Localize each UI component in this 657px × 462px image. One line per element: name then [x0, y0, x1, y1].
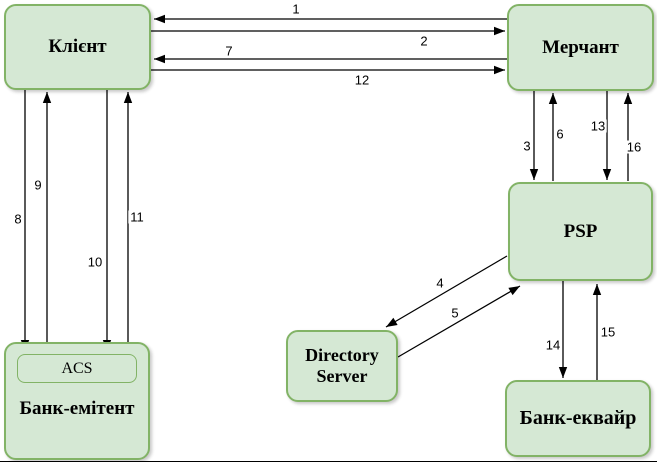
node-client-label: Клієнт — [48, 36, 107, 57]
arrow-label-11: 11 — [128, 209, 146, 225]
arrow-label-12: 12 — [352, 72, 372, 88]
arrow-label-3: 3 — [521, 138, 533, 154]
node-merchant: Мерчант — [507, 4, 654, 91]
arrow-label-14: 14 — [543, 337, 563, 353]
node-issuer-bank: ACS Банк-емітент — [4, 342, 150, 460]
arrow-4 — [385, 255, 508, 328]
node-acs-label: ACS — [61, 359, 93, 377]
arrow-label-16: 16 — [624, 139, 644, 155]
arrow-label-2: 2 — [418, 33, 430, 49]
node-acquirer-bank-label: Банк-еквайр — [519, 407, 637, 429]
arrow-label-15: 15 — [598, 324, 618, 340]
node-acs: ACS — [17, 354, 137, 383]
node-directory-server-label: Directory Server — [305, 345, 379, 386]
node-psp: PSP — [508, 182, 653, 281]
arrow-label-10: 10 — [85, 254, 105, 270]
arrow-label-7: 7 — [223, 43, 235, 59]
arrow-label-4: 4 — [434, 275, 446, 291]
node-directory-server: Directory Server — [286, 330, 398, 402]
arrow-label-13: 13 — [588, 118, 608, 134]
arrow-5 — [397, 285, 521, 358]
arrow-label-5: 5 — [449, 305, 461, 321]
node-psp-label: PSP — [563, 220, 598, 242]
node-client: Клієнт — [4, 4, 151, 90]
arrow-label-9: 9 — [32, 177, 44, 193]
arrow-label-8: 8 — [12, 211, 24, 227]
arrow-label-6: 6 — [554, 126, 566, 142]
arrow-label-1: 1 — [290, 1, 302, 17]
node-issuer-bank-label: Банк-емітент — [19, 398, 135, 419]
node-merchant-label: Мерчант — [542, 36, 619, 58]
node-acquirer-bank: Банк-еквайр — [505, 380, 651, 457]
